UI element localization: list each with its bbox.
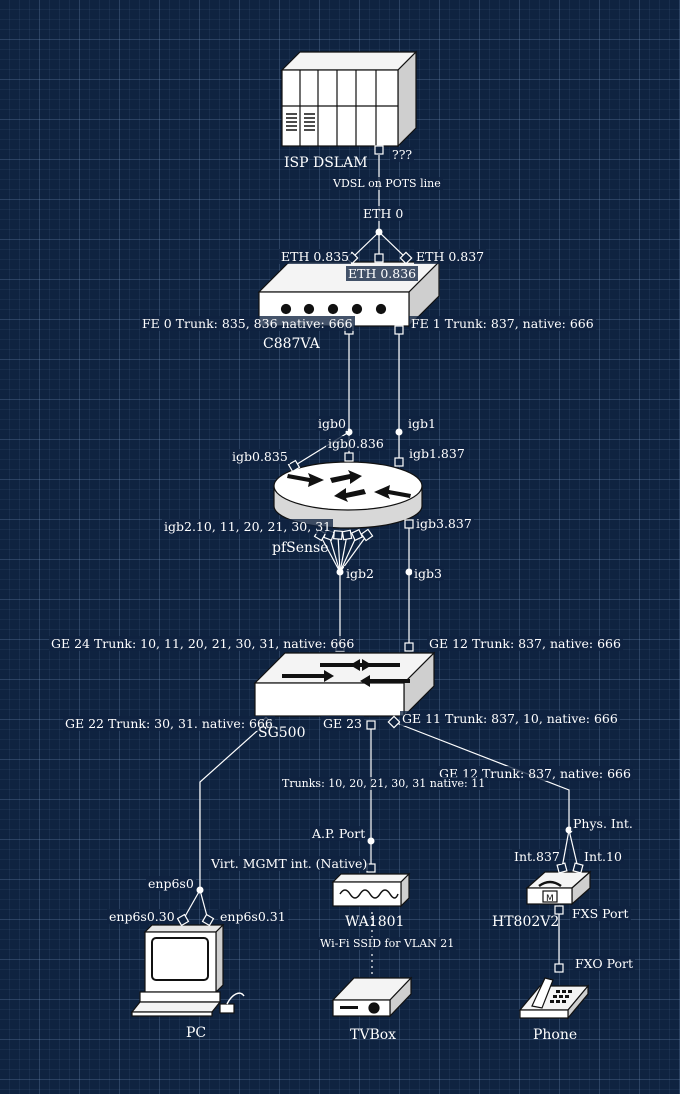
eth0-835-label: ETH 0.835 xyxy=(279,249,352,264)
ata-icon: M xyxy=(525,870,592,906)
eth0-837-label: ETH 0.837 xyxy=(414,249,487,264)
eth0-label: ETH 0 xyxy=(361,206,406,221)
wire-igb2-fan6 xyxy=(339,534,368,573)
wire-phys-10 xyxy=(568,829,579,869)
wifi-ssid-label: Wi-Fi SSID for VLAN 21 xyxy=(318,937,457,950)
fe1-label: FE 1 Trunk: 837, native: 666 xyxy=(409,316,596,331)
firewall-router-icon xyxy=(273,461,423,529)
int837-label: Int.837 xyxy=(512,849,562,864)
fxs-label: FXS Port xyxy=(570,906,631,921)
ge23-label: GE 23 xyxy=(321,716,364,731)
ge12-switch-label: GE 12 Trunk: 837, native: 666 xyxy=(427,636,623,651)
wire-igb2-fan2 xyxy=(328,534,341,573)
wire-igb2-fan4 xyxy=(339,534,348,573)
wires xyxy=(182,155,579,978)
phone-label: Phone xyxy=(533,1027,578,1043)
junctions xyxy=(196,228,573,894)
dslam-icon xyxy=(280,50,418,148)
igb1-label: igb1 xyxy=(406,416,438,431)
enp6s0-label: enp6s0 xyxy=(146,876,196,891)
wire-enp6s0-30 xyxy=(182,889,201,921)
pc-label: PC xyxy=(186,1025,207,1041)
wire-igb2-fan5 xyxy=(339,534,358,573)
ata-label: HT802V2 xyxy=(492,914,560,930)
enp6s0-31-label: enp6s0.31 xyxy=(218,909,288,924)
pc-icon xyxy=(130,923,245,1017)
svg-text:M: M xyxy=(546,894,554,904)
ge22-label: GE 22 Trunk: 30, 31. native: 666 xyxy=(63,716,275,731)
vdsl-link-label: VDSL on POTS line xyxy=(331,177,443,190)
ge24-label: GE 24 Trunk: 10, 11, 20, 21, 30, 31, nat… xyxy=(49,636,357,651)
virt-mgmt-label: Virt. MGMT int. (Native) xyxy=(209,856,370,871)
enp6s0-30-label: enp6s0.30 xyxy=(107,909,177,924)
wire-eth0-837 xyxy=(378,231,407,259)
access-point-icon xyxy=(331,872,411,908)
fe0-label: FE 0 Trunk: 835, 836 native: 666 xyxy=(140,316,355,331)
eth0-836-label: ETH 0.836 xyxy=(346,266,419,281)
firewall-label: pfSense xyxy=(272,540,329,556)
igb0-label: igb0 xyxy=(316,416,348,431)
igb3-label: igb3 xyxy=(412,566,444,581)
wire-igb2-fan3 xyxy=(337,534,341,573)
dslam-port-label: ??? xyxy=(390,147,415,162)
ap-port-label: A.P. Port xyxy=(310,826,368,841)
switch-label: SG500 xyxy=(258,725,306,741)
igb2-vlans-label: igb2.10, 11, 20, 21, 30, 31 xyxy=(162,519,334,534)
wire-igb2-fan1 xyxy=(319,534,341,573)
wire-ge22-pc xyxy=(199,722,267,890)
fxo-label: FXO Port xyxy=(573,956,636,971)
int10-label: Int.10 xyxy=(582,849,624,864)
wire-eth0-835 xyxy=(351,231,380,259)
switch-icon xyxy=(253,651,436,718)
ge11-label: GE 11 Trunk: 837, 10, native: 666 xyxy=(400,711,620,726)
tvbox-label: TVBox xyxy=(350,1027,397,1043)
igb0-835-label: igb0.835 xyxy=(230,449,290,464)
igb3-837-label: igb3.837 xyxy=(414,516,474,531)
tvbox-icon xyxy=(331,976,413,1018)
trunks-ap-label: Trunks: 10, 20, 21, 30, 31 native: 11 xyxy=(280,777,488,790)
igb2-label: igb2 xyxy=(344,566,376,581)
ap-label: WA1801 xyxy=(345,914,405,930)
phys-int-label: Phys. Int. xyxy=(571,816,635,831)
wire-phys-837 xyxy=(561,829,570,869)
igb1-837-label: igb1.837 xyxy=(407,446,467,461)
igb0-836-label: igb0.836 xyxy=(326,436,386,451)
wire-ge11-ata xyxy=(393,721,570,830)
phone-icon xyxy=(518,977,590,1020)
router-label: C887VA xyxy=(263,336,320,352)
dslam-label: ISP DSLAM xyxy=(284,155,368,171)
